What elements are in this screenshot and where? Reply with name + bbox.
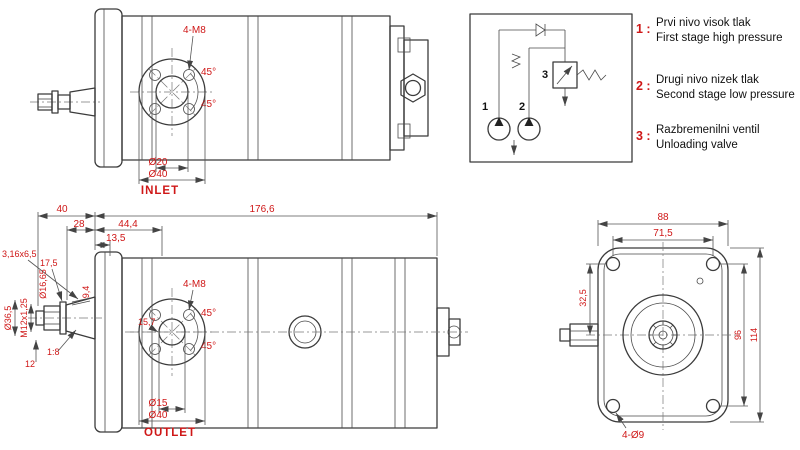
pump-body-bottom [121,257,468,429]
legend-en-1: First stage high pressure [656,32,783,44]
dim-label-71-5: 71,5 [653,228,673,239]
side-port-fitting [559,323,599,347]
legend: 1 : Prvi nivo visok tlak First stage hig… [636,17,795,151]
leader-4-d9 [615,412,627,429]
pump-symbol-2 [517,48,541,141]
pump-front-view: 88 71,5 32,5 96 114 4-Ø9 [559,212,764,441]
dim-label-15-7: 15,7 [138,317,156,327]
dim-label-taper: 1:8 [47,347,60,357]
hydraulic-schematic: 1 2 3 [469,13,633,163]
dim-label-9-4: 9,4 [81,286,91,299]
angle-arc-bottom-1 [190,313,199,333]
dim-label-176-6: 176,6 [249,204,274,215]
dim-label-d15: Ø15 [149,398,168,409]
schematic-label-1: 1 [482,101,488,113]
leader-17-5 [51,268,63,302]
dim-label-angle1-bottom: 45° [201,308,216,319]
spring-symbol [511,53,521,69]
leader-15-7 [148,324,159,333]
legend-sl-3: Razbremenilni ventil [656,124,760,136]
schematic-label-3: 3 [542,69,548,81]
dim-label-12: 12 [25,359,35,369]
mounting-flange [94,8,123,168]
legend-num-1: 1 : [636,22,651,36]
schematic-border [469,13,633,163]
dim-label-4-d9: 4-Ø9 [622,430,645,441]
front-face-bolt-circle-bottom [130,288,214,376]
legend-num-2: 2 : [636,79,651,93]
dim-label-d20: Ø20 [149,157,168,168]
pump-side-view-bottom: 4-M8 45° 45° 40 176,6 28 44,4 13,5 3,16x… [2,204,468,439]
dim-label-17-5: 17,5 [40,258,58,268]
pump-side-view-top: 4-M8 45° 45° Ø20 Ø40 INLET [30,8,429,197]
relief-valve-symbol [529,30,607,106]
dim-label-m12: M12x1,25 [19,298,29,338]
dim-label-32-5: 32,5 [578,289,588,307]
check-valve-symbol [499,23,565,37]
dim-label-key: 3,16x6,5 [2,249,37,259]
dim-label-40: 40 [56,204,68,215]
schematic-label-2: 2 [519,101,525,113]
shaft-boss [586,242,740,430]
front-view-dimensions [586,220,764,423]
length-dimensions [37,212,438,306]
mounting-flange-bottom [94,251,123,433]
outlet-label: OUTLET [144,427,196,439]
dim-label-d36-5: Ø36,5 [3,306,13,331]
dim-label-angle2-top: 45° [201,99,216,110]
legend-sl-1: Prvi nivo visok tlak [656,17,751,29]
legend-num-3: 3 : [636,129,651,143]
leader-key [27,259,79,300]
angle-arc-top-1 [190,73,199,93]
inlet-dimensions [138,92,206,184]
legend-en-3: Unloading valve [656,139,738,151]
front-face-bolt-circle [130,48,214,136]
dim-label-44-4: 44,4 [118,219,138,230]
dim-label-bolts-top: 4-M8 [183,25,206,36]
dim-label-d40-bottom: Ø40 [149,410,168,421]
drive-shaft [30,87,100,117]
legend-sl-2: Drugi nivo nizek tlak [656,74,759,86]
leader-bolts-top [187,35,194,71]
angle-arc-top-2 [190,91,199,111]
inlet-label: INLET [141,185,179,197]
dim-label-114: 114 [749,328,759,342]
dim-label-angle2-bottom: 45° [201,341,216,352]
pump-body [121,15,429,161]
leader-bolts-bottom [187,289,194,311]
dim-label-angle1-top: 45° [201,67,216,78]
pump-symbol-1 [487,30,511,141]
leader-taper [57,329,77,352]
drive-shaft-detail [28,296,102,340]
dim-label-96: 96 [733,330,743,340]
legend-en-2: Second stage low pressure [656,89,795,101]
dim-label-88: 88 [657,212,669,223]
outlet-dimensions [138,332,206,425]
dim-label-13-5: 13,5 [106,233,126,244]
angle-arc-bottom-2 [190,331,199,351]
dim-label-d16-65: Ø16,65 [38,269,48,299]
dim-label-d40-top: Ø40 [149,169,168,180]
dim-label-bolts-bottom: 4-M8 [183,279,206,290]
dim-label-28: 28 [73,219,85,230]
